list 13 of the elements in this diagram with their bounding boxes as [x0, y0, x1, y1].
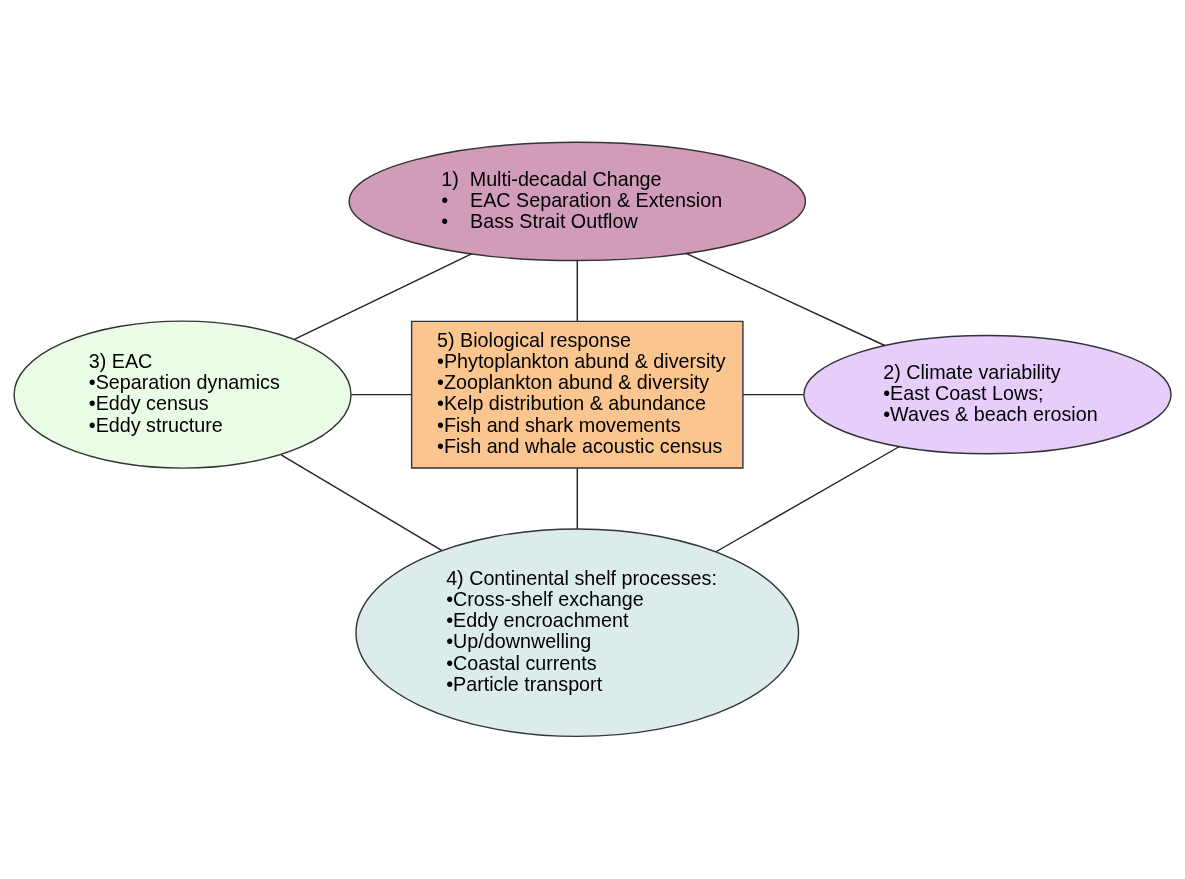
node-ellipse: 3) EAC •Separation dynamics •Eddy census •Eddy structure — [13, 320, 352, 469]
connector — [742, 393, 805, 396]
connector — [350, 393, 413, 396]
node-ellipse: 4) Continental shelf processes: •Cross-shelf exchange •Eddy encroachment •Up/downwelling •Coastal currents •Particle transport — [355, 528, 800, 738]
connector — [576, 259, 578, 322]
connector — [294, 253, 473, 340]
node-ellipse: 2) Climate variability •East Coast Lows; •Waves & beach erosion — [803, 334, 1172, 455]
connector — [576, 467, 578, 530]
node-box: 5) Biological response •Phytoplankton abund & diversity •Zooplankton abund & diversity •Kelp distribution & abundance •Fish and shark movements •Fish and whale acoustic census — [410, 320, 744, 469]
connector — [280, 454, 443, 552]
connector — [685, 252, 886, 347]
connector — [715, 445, 901, 553]
node-ellipse: 1) Multi-decadal Change • EAC Separation & Extension • Bass Strait Outflow — [348, 141, 807, 262]
